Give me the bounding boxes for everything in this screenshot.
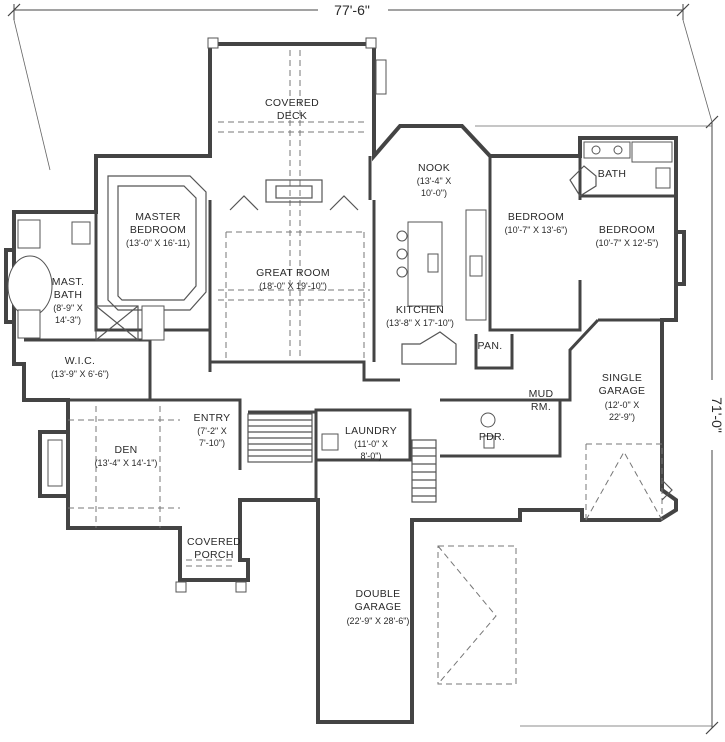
- svg-text:10'-0"): 10'-0"): [421, 188, 447, 198]
- master-ceiling: [107, 175, 207, 311]
- svg-text:7'-10"): 7'-10"): [199, 438, 225, 448]
- svg-text:MASTER: MASTER: [135, 211, 181, 223]
- room-covered-deck: COVERED DECK: [265, 97, 319, 122]
- svg-text:RM.: RM.: [531, 401, 551, 413]
- room-labels: COVERED DECK NOOK (13'-4" X 10'-0") BATH…: [51, 97, 658, 626]
- svg-text:BATH: BATH: [54, 289, 82, 301]
- svg-text:MUD: MUD: [529, 388, 554, 400]
- svg-text:COVERED: COVERED: [187, 536, 241, 548]
- room-single-garage: SINGLE GARAGE (12'-0" X 22'-9"): [599, 372, 646, 422]
- svg-text:SINGLE: SINGLE: [602, 372, 642, 384]
- svg-text:(13'-0" X 16'-11): (13'-0" X 16'-11): [126, 238, 190, 248]
- width-label: 77'-6": [334, 2, 370, 18]
- svg-text:(13'-8" X 17'-10"): (13'-8" X 17'-10"): [386, 318, 454, 328]
- room-covered-porch: COVERED PORCH: [187, 536, 241, 561]
- svg-text:8'-0"): 8'-0"): [361, 451, 382, 461]
- room-den: DEN (13'-4" X 14'-1"): [95, 444, 158, 468]
- svg-text:PORCH: PORCH: [194, 549, 233, 561]
- room-pdr: PDR.: [479, 431, 505, 443]
- svg-text:GREAT ROOM: GREAT ROOM: [256, 267, 330, 279]
- svg-text:(12'-0" X: (12'-0" X: [605, 400, 639, 410]
- svg-text:W.I.C.: W.I.C.: [65, 355, 95, 367]
- svg-text:(13'-4" X: (13'-4" X: [417, 176, 451, 186]
- room-wic: W.I.C. (13'-9" X 6'-6"): [51, 355, 109, 379]
- svg-text:(10'-7" X 13'-6"): (10'-7" X 13'-6"): [505, 225, 568, 235]
- svg-text:14'-3"): 14'-3"): [55, 315, 81, 325]
- svg-text:BATH: BATH: [598, 168, 626, 180]
- room-bath: BATH: [598, 168, 626, 180]
- svg-text:ENTRY: ENTRY: [194, 412, 231, 424]
- den-ceiling: [47, 406, 180, 528]
- room-bedroom-1: BEDROOM (10'-7" X 13'-6"): [505, 211, 568, 235]
- svg-text:BEDROOM: BEDROOM: [508, 211, 564, 223]
- room-bedroom-2: BEDROOM (10'-7" X 12'-5"): [596, 224, 659, 248]
- porch-posts: [175, 559, 247, 593]
- svg-text:PAN.: PAN.: [478, 340, 503, 352]
- room-mud-rm: MUD RM.: [529, 388, 554, 413]
- svg-text:DOUBLE: DOUBLE: [356, 588, 401, 600]
- svg-text:NOOK: NOOK: [418, 162, 450, 174]
- room-mast-bath: MAST. BATH (8'-9" X 14'-3"): [52, 276, 84, 325]
- svg-text:(13'-9" X 6'-6"): (13'-9" X 6'-6"): [51, 369, 109, 379]
- interior-walls: [24, 156, 676, 498]
- svg-text:GARAGE: GARAGE: [355, 601, 402, 613]
- bath-fixtures: [7, 141, 673, 451]
- garage-doors: [437, 443, 673, 685]
- svg-text:BEDROOM: BEDROOM: [599, 224, 655, 236]
- depth-label: 71'-0": [709, 397, 725, 433]
- svg-text:LAUNDRY: LAUNDRY: [345, 425, 397, 437]
- width-dimension: 77'-6": [7, 2, 690, 20]
- svg-text:COVERED: COVERED: [265, 97, 319, 109]
- room-entry: ENTRY (7'-2" X 7'-10"): [194, 412, 231, 448]
- room-great-room: GREAT ROOM (18'-0" X 19'-10"): [256, 267, 330, 291]
- svg-text:(22'-9" X 28'-6"): (22'-9" X 28'-6"): [347, 616, 410, 626]
- svg-text:KITCHEN: KITCHEN: [396, 304, 444, 316]
- room-nook: NOOK (13'-4" X 10'-0"): [417, 162, 451, 198]
- room-laundry: LAUNDRY (11'-0" X 8'-0"): [345, 425, 397, 461]
- svg-text:(8'-9" X: (8'-9" X: [53, 303, 82, 313]
- svg-text:(7'-2" X: (7'-2" X: [197, 426, 226, 436]
- stairs: [247, 413, 437, 503]
- room-master-bedroom: MASTER BEDROOM (13'-0" X 16'-11): [126, 211, 190, 248]
- svg-text:BEDROOM: BEDROOM: [130, 224, 186, 236]
- svg-text:(18'-0" X 19'-10"): (18'-0" X 19'-10"): [259, 281, 327, 291]
- extension-lines: [13, 19, 713, 727]
- svg-text:22'-9"): 22'-9"): [609, 412, 635, 422]
- exterior-walls: [4, 42, 686, 724]
- deck-posts: [207, 37, 387, 362]
- svg-text:GARAGE: GARAGE: [599, 385, 646, 397]
- room-pan: PAN.: [478, 340, 503, 352]
- depth-dimension: 71'-0": [703, 115, 725, 735]
- svg-text:DECK: DECK: [277, 110, 307, 122]
- svg-text:PDR.: PDR.: [479, 431, 505, 443]
- kitchen-fixtures: [396, 209, 487, 365]
- svg-text:(10'-7" X 12'-5"): (10'-7" X 12'-5"): [596, 238, 659, 248]
- svg-text:(13'-4" X 14'-1"): (13'-4" X 14'-1"): [95, 458, 158, 468]
- svg-text:DEN: DEN: [114, 444, 137, 456]
- svg-text:MAST.: MAST.: [52, 276, 84, 288]
- svg-text:(11'-0" X: (11'-0" X: [354, 439, 388, 449]
- room-double-garage: DOUBLE GARAGE (22'-9" X 28'-6"): [347, 588, 410, 626]
- room-kitchen: KITCHEN (13'-8" X 17'-10"): [386, 304, 454, 328]
